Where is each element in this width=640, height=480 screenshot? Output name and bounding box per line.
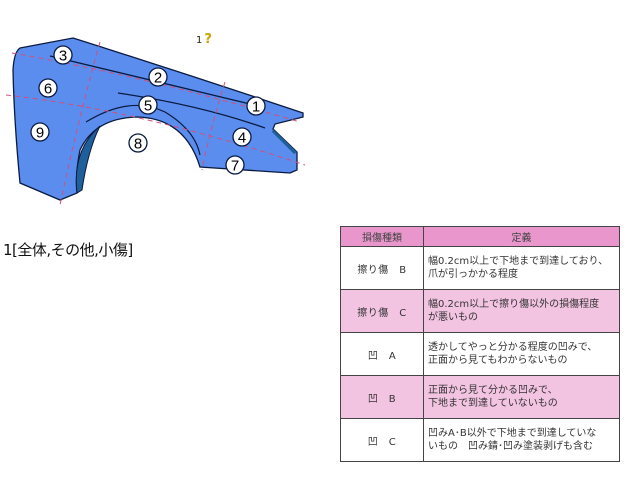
svg-text:7: 7 (231, 158, 239, 175)
svg-text:4: 4 (238, 130, 246, 147)
nose-edge (272, 129, 297, 154)
definition-line: 透かしてやっと分かる程度の凹みで、 (428, 342, 598, 353)
damage-type-cell: 凹 C (340, 418, 424, 462)
definition-line: 凹みA･B以外で下地まで到達していな (428, 428, 597, 439)
damage-marker[interactable]: 1? (196, 32, 212, 47)
arch-line (85, 104, 201, 156)
svg-text:5: 5 (144, 98, 152, 115)
definition-line: 下地まで到達していないもの (428, 398, 558, 409)
svg-text:1: 1 (252, 99, 260, 116)
definition-cell: 幅0.2cm以上で下地まで到達しており、爪が引っかかる程度 (423, 246, 620, 290)
definition-line: 爪が引っかかる程度 (428, 269, 518, 280)
zone-marker-5[interactable]: 5 (138, 95, 158, 115)
svg-text:8: 8 (134, 136, 142, 153)
damage-caption: 1[全体,その他,小傷] (3, 241, 133, 259)
zone-marker-9[interactable]: 9 (30, 122, 50, 142)
damage-type-cell: 擦り傷 B (340, 246, 424, 290)
definition-line: 幅0.2cm以上で下地まで到達しており、 (428, 256, 609, 267)
definition-line: いもの 凹み錆･凹み塗装剥げも含む (428, 441, 593, 452)
zone-marker-2[interactable]: 2 (148, 67, 168, 87)
question-mark-icon: ? (204, 32, 212, 47)
fender-panel (12, 37, 304, 201)
svg-text:6: 6 (44, 81, 52, 98)
damage-type-cell: 凹 B (340, 375, 424, 419)
definition-line: が悪いもの (428, 312, 478, 323)
definition-cell: 正面から見て分かる凹みで、下地まで到達していないもの (423, 375, 620, 419)
definition-line: 正面から見てもわからないもの (428, 355, 568, 366)
wheel-arch-inner (75, 125, 101, 194)
definition-line: 正面から見て分かる凹みで、 (428, 385, 558, 396)
svg-text:3: 3 (59, 48, 67, 65)
zone-marker-7[interactable]: 7 (225, 155, 245, 175)
damage-type-cell: 凹 A (340, 332, 424, 376)
definition-cell: 幅0.2cm以上で擦り傷以外の損傷程度が悪いもの (423, 289, 620, 333)
zone-marker-3[interactable]: 3 (53, 45, 73, 65)
definition-cell: 透かしてやっと分かる程度の凹みで、正面から見てもわからないもの (423, 332, 620, 376)
header-definition: 定義 (423, 226, 620, 247)
damage-type-cell: 擦り傷 C (340, 289, 424, 333)
marker-number: 1 (196, 35, 203, 46)
header-damage-type: 損傷種類 (340, 226, 424, 247)
zone-markers: 1 2 3 4 5 6 7 8 9 (30, 45, 266, 175)
zone-marker-4[interactable]: 4 (232, 127, 252, 147)
definition-line: 幅0.2cm以上で擦り傷以外の損傷程度 (428, 299, 600, 310)
svg-text:2: 2 (154, 70, 162, 87)
fender-diagram: 1 2 3 4 5 6 7 8 9 (5, 37, 306, 206)
zone-marker-1[interactable]: 1 (246, 96, 266, 116)
crease-line-lower (117, 92, 266, 129)
svg-text:9: 9 (36, 125, 44, 142)
definition-cell: 凹みA･B以外で下地まで到達していないもの 凹み錆･凹み塗装剥げも含む (423, 418, 620, 462)
zone-marker-8[interactable]: 8 (128, 133, 148, 153)
zone-marker-6[interactable]: 6 (38, 78, 58, 98)
